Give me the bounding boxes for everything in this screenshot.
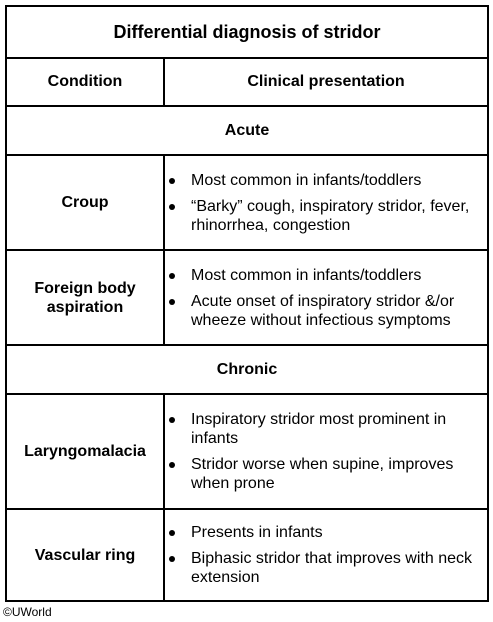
bullet-list: Most common in infants/toddlers Acute on…	[165, 266, 487, 330]
bullet-text: “Barky” cough, inspiratory stridor, feve…	[191, 197, 470, 234]
column-header-condition: Condition	[5, 57, 165, 107]
bullet-list: Most common in infants/toddlers “Barky” …	[165, 171, 487, 235]
section-label-chronic: Chronic	[5, 344, 489, 395]
bullet-icon	[169, 298, 175, 305]
list-item: Biphasic stridor that improves with neck…	[165, 549, 487, 587]
bullet-text: Biphasic stridor that improves with neck…	[191, 550, 472, 586]
bullet-icon	[169, 203, 175, 210]
copyright-notice: ©UWorld	[3, 605, 52, 619]
bullet-icon	[169, 272, 175, 279]
presentation-laryngomalacia: Inspiratory stridor most prominent in in…	[163, 393, 489, 510]
bullet-text: Presents in infants	[191, 524, 323, 541]
list-item: Presents in infants	[165, 523, 487, 542]
table-row: Laryngomalacia Inspiratory stridor most …	[5, 393, 489, 510]
table-row: Vascular ring Presents in infants Biphas…	[5, 508, 489, 602]
differential-diagnosis-table: Differential diagnosis of stridor Condit…	[5, 5, 489, 602]
condition-croup: Croup	[5, 154, 165, 251]
section-label-acute: Acute	[5, 105, 489, 156]
presentation-foreign-body-aspiration: Most common in infants/toddlers Acute on…	[163, 249, 489, 346]
condition-laryngomalacia: Laryngomalacia	[5, 393, 165, 510]
table-title: Differential diagnosis of stridor	[5, 5, 489, 59]
column-header-presentation: Clinical presentation	[163, 57, 489, 107]
list-item: Most common in infants/toddlers	[165, 171, 487, 190]
condition-foreign-body-aspiration: Foreign body aspiration	[5, 249, 165, 346]
section-row-acute: Acute	[5, 105, 489, 156]
bullet-text: Inspiratory stridor most prominent in in…	[191, 411, 447, 447]
header-row: Condition Clinical presentation	[5, 57, 489, 107]
bullet-icon	[169, 556, 175, 562]
list-item: “Barky” cough, inspiratory stridor, feve…	[165, 197, 487, 235]
bullet-list: Inspiratory stridor most prominent in in…	[165, 410, 487, 493]
presentation-vascular-ring: Presents in infants Biphasic stridor tha…	[163, 508, 489, 602]
bullet-icon	[169, 417, 175, 423]
bullet-icon	[169, 177, 175, 184]
presentation-croup: Most common in infants/toddlers “Barky” …	[163, 154, 489, 251]
bullet-list: Presents in infants Biphasic stridor tha…	[165, 523, 487, 587]
bullet-icon	[169, 462, 175, 468]
bullet-icon	[169, 530, 175, 536]
list-item: Most common in infants/toddlers	[165, 266, 487, 285]
bullet-text: Most common in infants/toddlers	[191, 266, 422, 284]
title-row: Differential diagnosis of stridor	[5, 5, 489, 59]
table-row: Foreign body aspiration Most common in i…	[5, 249, 489, 346]
list-item: Acute onset of inspiratory stridor &/or …	[165, 292, 487, 330]
bullet-text: Stridor worse when supine, improves when…	[191, 456, 454, 492]
condition-vascular-ring: Vascular ring	[5, 508, 165, 602]
list-item: Stridor worse when supine, improves when…	[165, 455, 487, 493]
bullet-text: Acute onset of inspiratory stridor &/or …	[191, 292, 455, 329]
table-row: Croup Most common in infants/toddlers “B…	[5, 154, 489, 251]
section-row-chronic: Chronic	[5, 344, 489, 395]
bullet-text: Most common in infants/toddlers	[191, 171, 422, 189]
list-item: Inspiratory stridor most prominent in in…	[165, 410, 487, 448]
